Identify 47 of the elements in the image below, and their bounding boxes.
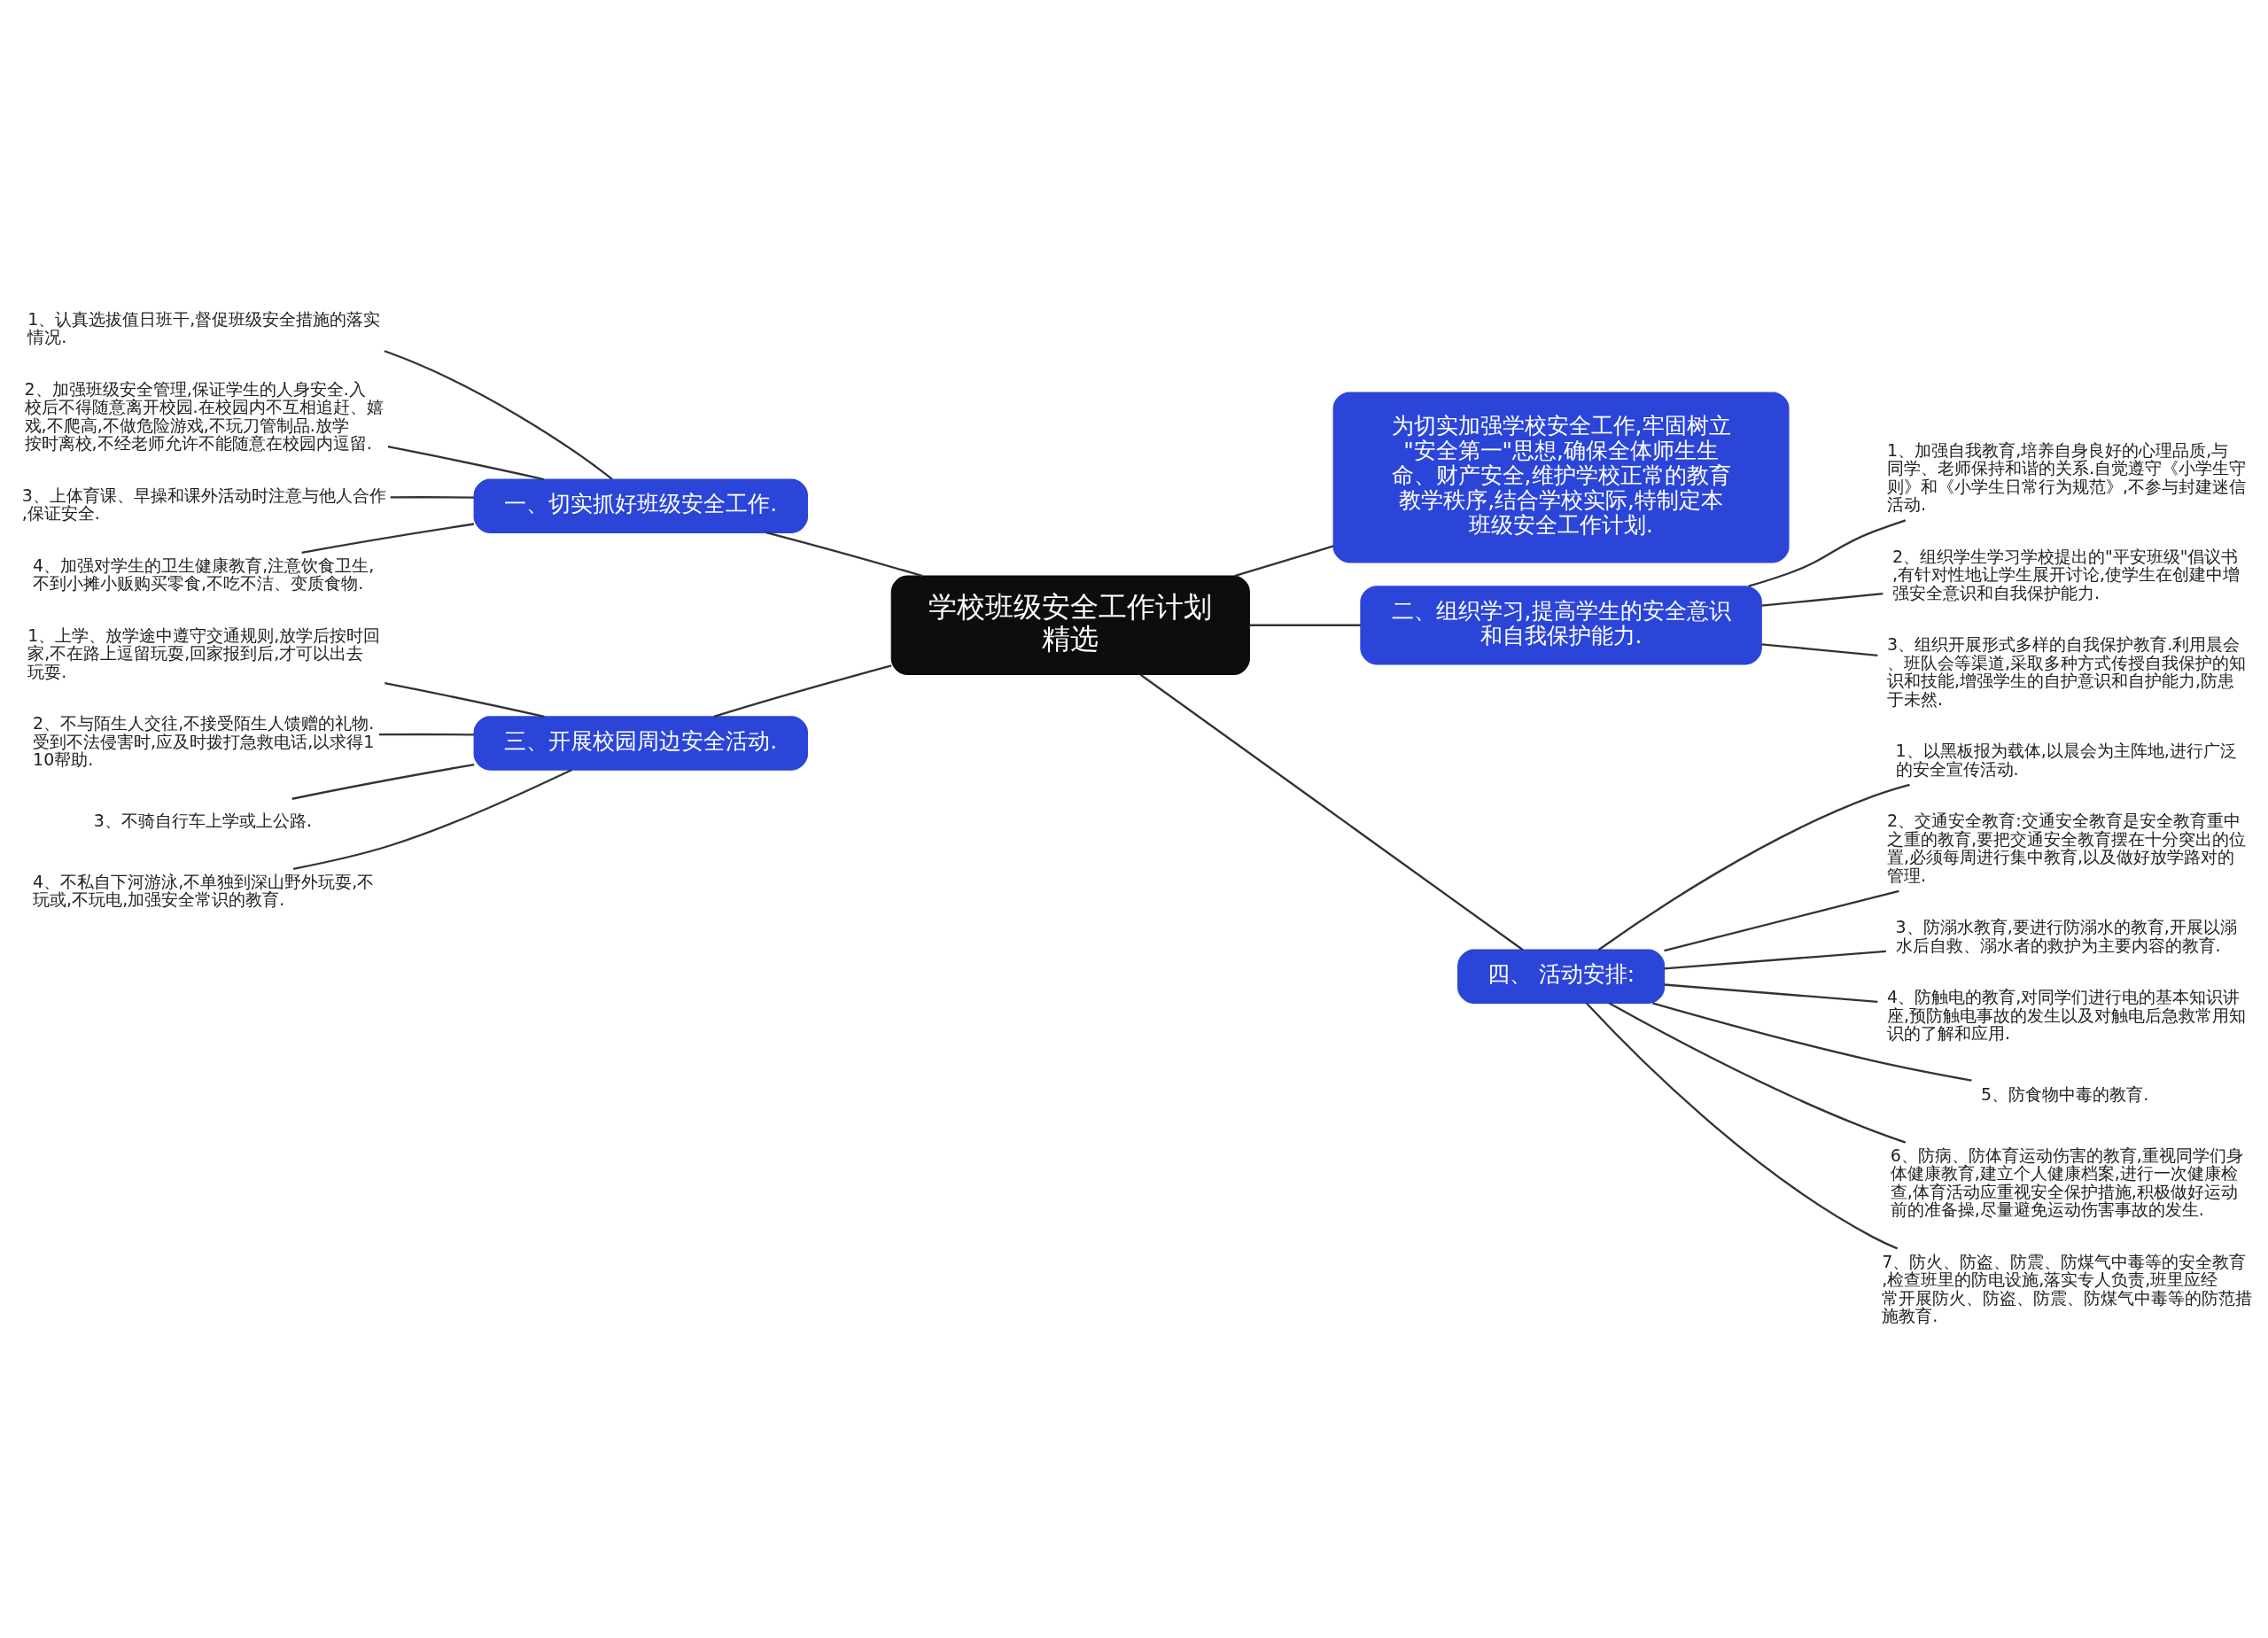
node-text: 1、以黑板报为载体,以晨会为主阵地,进行广泛的安全宣传活动.	[1895, 741, 2237, 779]
node-text: 2、组织学生学习学校提出的"平安班级"倡议书,有针对性地让学生展开讨论,使学生在创建中增强安全意识和自我保护能力.	[1891, 546, 2240, 602]
connector	[1249, 624, 1361, 626]
node-text: 1、认真选拔值日班干,督促班级安全措施的落实情况.	[27, 308, 381, 347]
node-text: 3、不骑自行车上学或上公路.	[93, 811, 313, 831]
connector	[291, 763, 475, 800]
node-text: 2、交通安全教育:交通安全教育是安全教育重中之重的教育,要把交通安全教育摆在十分突出的位置,必须每周进行集中教育,以及做好放学路对的管理.	[1887, 811, 2247, 885]
connector	[1139, 673, 1524, 951]
node-text: 3、防溺水教育,要进行防溺水的教育,开展以溺水后自救、溺水者的救护为主要内容的教育.	[1895, 917, 2237, 955]
node-box: 四、 活动安排:	[1457, 949, 1666, 1004]
node-text: 4、加强对学生的卫生健康教育,注意饮食卫生,不到小摊小贩购买零食,不吃不洁、变质食物.	[33, 555, 375, 594]
node-text: 1、上学、放学途中遵守交通规则,放学后按时回家,不在路上逗留玩耍,回家报到后,才可以出去玩耍.	[27, 625, 381, 681]
connector	[384, 682, 545, 718]
connector	[378, 733, 475, 736]
node-text: 6、防病、防体育运动伤害的教育,重视同学们身体健康教育,建立个人健康档案,进行一次健康检查,体育活动应重视安全保护措施,积极做好运动前的准备操,尽量避免运动伤害事故的发生.	[1890, 1145, 2243, 1220]
node-text: 5、防食物中毒的教育.	[1981, 1083, 2149, 1104]
node-box: 二、组织学习,提高学生的安全意识和自我保护能力.	[1360, 586, 1762, 665]
connector	[387, 445, 545, 481]
connector	[713, 664, 892, 718]
node-text: 7、防火、防盗、防震、防煤气中毒等的安全教育,检查班里的防电设施,落实专人负责,班里应经常开展防火、防盗、防震、防煤气中毒等的防范措施教育.	[1882, 1251, 2253, 1326]
connector	[1748, 519, 1907, 587]
connector	[1234, 545, 1334, 578]
connector	[301, 523, 475, 554]
connector	[390, 496, 475, 499]
node-text: 3、组织开展形式多样的自我保护教育.利用晨会、班队会等渠道,采取多种方式传授自我保护的知识和技能,增强学生的自护意识和自护能力,防患于未然.	[1887, 634, 2247, 709]
connector	[1586, 1002, 1899, 1250]
connector	[1664, 889, 1899, 952]
connector	[384, 350, 613, 480]
connector	[1652, 1002, 1972, 1082]
node-text: 4、不私自下河游泳,不单独到深山野外玩耍,不玩或,不玩电,加强安全常识的教育.	[33, 871, 375, 910]
connector	[1597, 783, 1910, 951]
node-box: 一、切实抓好班级安全工作.	[473, 478, 809, 533]
connector	[292, 768, 573, 870]
connector	[1664, 983, 1878, 1003]
node-text: 4、防触电的教育,对同学们进行电的基本知识讲座,预防触电事故的发生以及对触电后急救常用知识的了解和应用.	[1887, 987, 2247, 1044]
node-box: 学校班级安全工作计划精选	[890, 575, 1250, 676]
connector	[1608, 1002, 1907, 1144]
node-text: 2、加强班级安全管理,保证学生的人身安全.入校后不得随意离开校园.在校园内不互相追赶、嬉戏,不爬高,不做危险游戏,不玩刀管制品.放学按时离校,不经老师允许不能随意在校园内逗留.	[24, 378, 384, 454]
connector	[1761, 593, 1884, 607]
connector	[1664, 950, 1886, 970]
connector	[765, 532, 923, 578]
node-box: 为切实加强学校安全工作,牢固树立"安全第一"思想,确保全体师生生命、财产安全,维护学校正常的教育教学秩序,结合学校实际,特制定本班级安全工作计划.	[1332, 392, 1790, 563]
node-box: 三、开展校园周边安全活动.	[473, 716, 809, 771]
connector	[1761, 643, 1878, 657]
node-text: 3、上体育课、早操和课外活动时注意与他人合作,保证安全.	[21, 485, 386, 524]
node-text: 1、加强自我教育,培养自身良好的心理品质,与同学、老师保持和谐的关系.自觉遵守《小学生守则》和《小学生日常行为规范》,不参与封建迷信活动.	[1887, 439, 2247, 515]
node-text: 2、不与陌生人交往,不接受陌生人馈赠的礼物.受到不法侵害时,应及时拨打急救电话,以求得110帮助.	[33, 713, 375, 770]
